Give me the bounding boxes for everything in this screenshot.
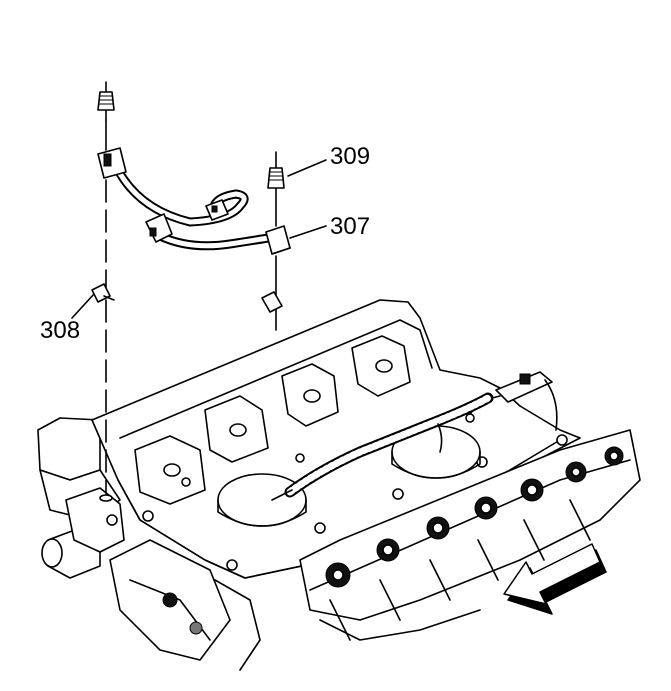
left-stud xyxy=(97,81,115,502)
lower-manifold xyxy=(109,539,261,671)
wiring-harness-loop xyxy=(113,165,273,251)
cylinder-head-assembly xyxy=(37,299,641,671)
clip-308-right xyxy=(261,291,283,313)
clip-308 xyxy=(91,283,115,303)
callout-309: 309 xyxy=(330,143,370,170)
knock-sensor-harness xyxy=(271,392,494,501)
valley-ports xyxy=(134,335,411,505)
rocker-arms xyxy=(299,429,641,641)
callout-308: 308 xyxy=(40,317,80,344)
callout-leaders xyxy=(71,159,327,319)
harness-bracket-307 xyxy=(265,225,291,255)
harness-connector-right xyxy=(469,371,558,431)
right-stud-309 xyxy=(267,151,285,331)
callout-307: 307 xyxy=(330,213,370,240)
water-outlet xyxy=(41,487,125,579)
harness-bracket-left xyxy=(97,147,127,179)
front-direction-arrow-icon xyxy=(503,543,607,615)
